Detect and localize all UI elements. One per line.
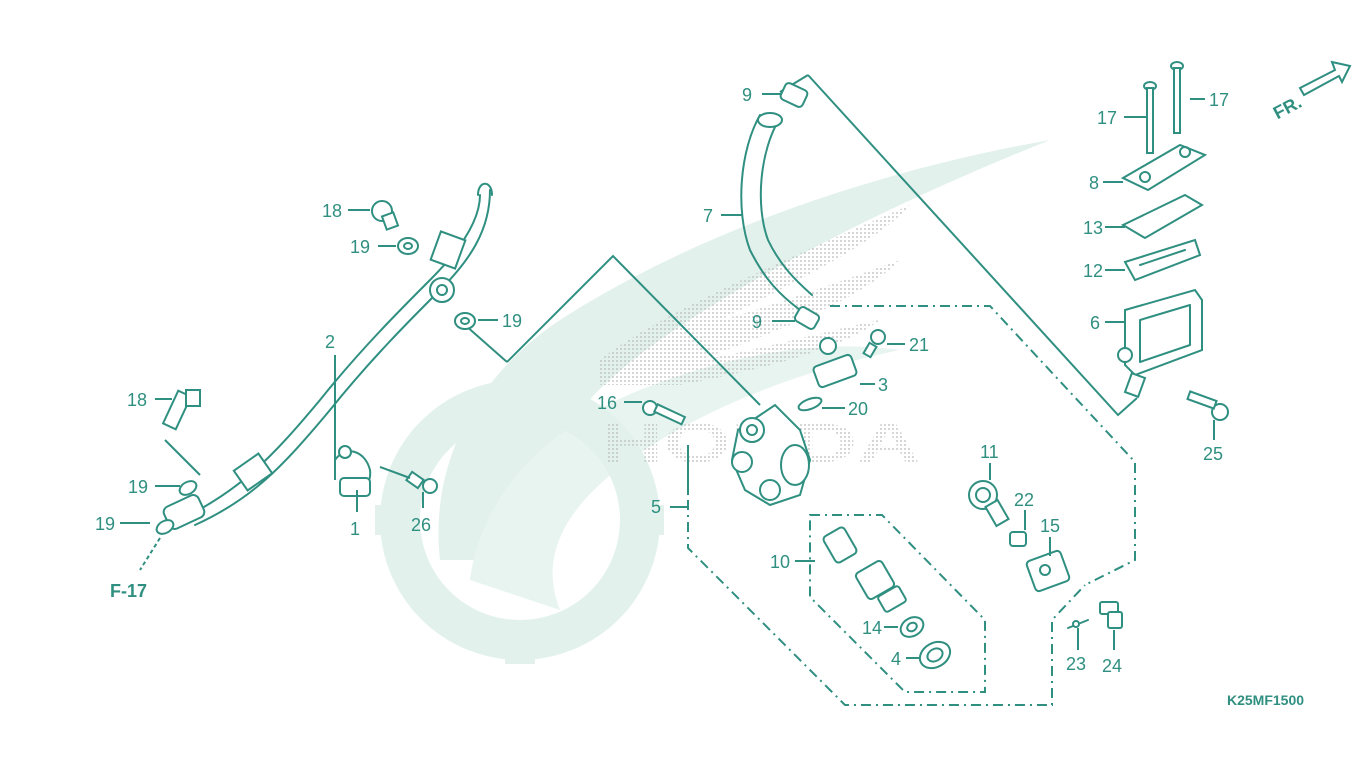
hose-clamp-1 (334, 445, 372, 497)
callout-9-upper: 9 (742, 85, 752, 105)
plate-13 (1120, 193, 1204, 240)
callout-24: 24 (1102, 656, 1122, 676)
callout-1: 1 (350, 519, 360, 539)
callout-5: 5 (651, 497, 661, 517)
master-cylinder-5 (730, 403, 812, 507)
callout-20: 20 (848, 399, 868, 419)
callout-13: 13 (1083, 218, 1103, 238)
bolt-25 (1186, 390, 1229, 421)
callout-18-upper: 18 (322, 201, 342, 221)
front-arrow-icon (1298, 60, 1352, 97)
callout-16: 16 (597, 393, 617, 413)
honda-wing-watermark (375, 140, 1050, 664)
callout-12: 12 (1083, 261, 1103, 281)
hose-clip-9-upper (779, 82, 809, 108)
callout-25: 25 (1203, 444, 1223, 464)
figure-reference: F-17 (110, 581, 147, 601)
callout-19-upper: 19 (350, 237, 370, 257)
reservoir-6 (1117, 288, 1203, 399)
bolt-26 (405, 470, 438, 494)
callout-2: 2 (325, 332, 335, 352)
nut-22 (1009, 531, 1027, 547)
callout-9-lower: 9 (752, 312, 762, 332)
washer-19-lower-b (155, 519, 175, 535)
callout-21: 21 (909, 335, 929, 355)
diaphragm-12 (1123, 238, 1202, 282)
callout-23: 23 (1066, 654, 1086, 674)
front-marker-label: FR. (1270, 92, 1305, 123)
callout-4: 4 (891, 649, 901, 669)
callout-22: 22 (1014, 490, 1034, 510)
pin-23 (1067, 619, 1089, 629)
callout-15: 15 (1040, 516, 1060, 536)
bolt-16 (642, 400, 687, 426)
callout-7: 7 (703, 206, 713, 226)
washer-19-right (454, 312, 476, 330)
banjo-fitting-11 (968, 480, 1010, 528)
callout-3: 3 (878, 375, 888, 395)
callout-26: 26 (411, 515, 431, 535)
banjo-bolt-18-upper (371, 200, 400, 231)
callout-10: 10 (770, 552, 790, 572)
boot-4 (918, 640, 952, 670)
cap-8 (1120, 143, 1208, 192)
screw-17-right (1170, 61, 1184, 134)
washer-19-lower-a (178, 480, 198, 496)
reservoir-hose-7 (740, 112, 813, 311)
hose-joint-3 (812, 337, 858, 389)
washer-19-upper (397, 237, 419, 255)
callout-18-lower: 18 (127, 390, 147, 410)
callout-leaders (120, 93, 1215, 659)
callout-11: 11 (980, 442, 999, 462)
ring-14 (899, 616, 925, 638)
holder-15 (1025, 549, 1071, 593)
diagram-code: K25MF1500 (1227, 692, 1304, 708)
callout-19-right: 19 (502, 311, 522, 331)
callout-19-lower-a: 19 (128, 477, 148, 497)
pivot-24 (1099, 601, 1123, 629)
banjo-bolt-18-lower (161, 389, 201, 431)
callout-8: 8 (1089, 173, 1099, 193)
piston-set-10 (822, 526, 907, 613)
callout-6: 6 (1090, 313, 1100, 333)
hose-clip-9-lower (793, 306, 821, 330)
screw-17-left (1143, 81, 1157, 154)
callout-17-right: 17 (1209, 90, 1229, 110)
screw-21 (862, 329, 886, 359)
assembly-outline (464, 74, 1138, 706)
callout-19-lower-b: 19 (95, 514, 115, 534)
callout-14: 14 (862, 618, 882, 638)
brake-hose-2 (162, 182, 493, 530)
o-ring-20 (797, 396, 823, 412)
callout-17-left: 17 (1097, 108, 1117, 128)
